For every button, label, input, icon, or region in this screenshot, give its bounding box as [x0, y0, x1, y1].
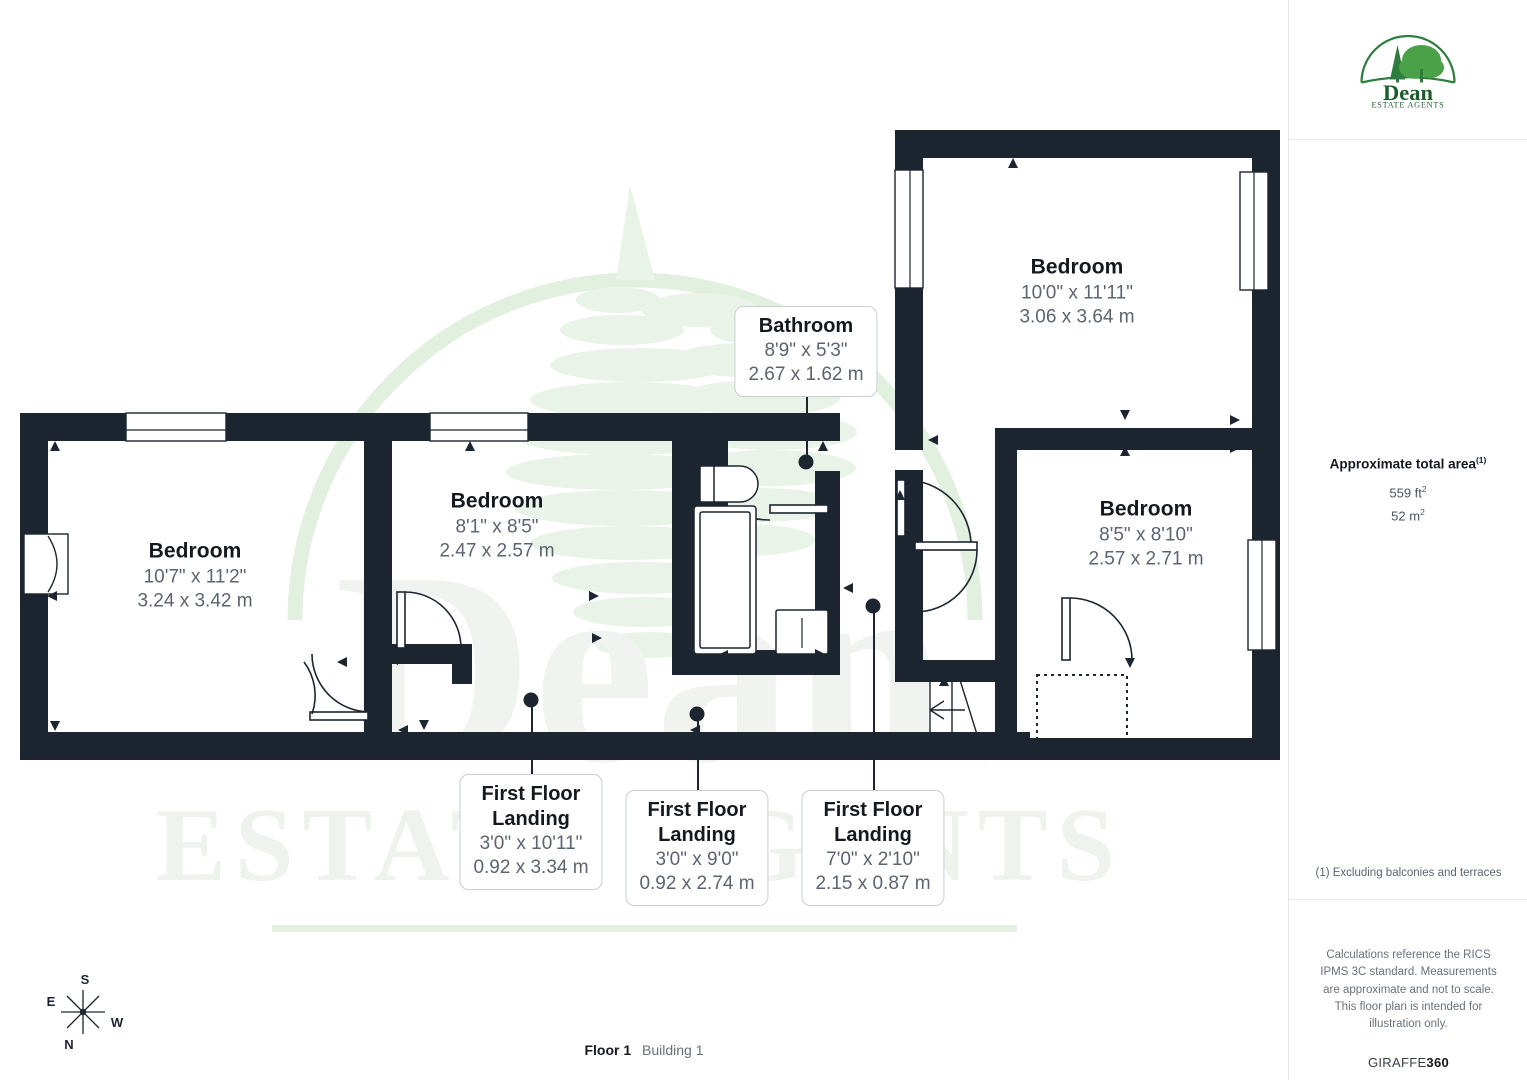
callout-landing-2: First Floor Landing 3'0" x 9'0" 0.92 x 2… — [625, 790, 769, 907]
room-name: Bathroom — [758, 315, 854, 337]
leader-dot-landing-2 — [689, 706, 705, 722]
room-dim-imperial: 8'9" x 5'3" — [764, 340, 848, 362]
brand-prefix: GIRAFFE — [1367, 1055, 1427, 1071]
room-name-line1: First Floor — [823, 799, 923, 821]
room-dim-metric: 3.06 x 3.64 m — [1019, 306, 1135, 328]
room-dim-imperial: 10'7" x 11'2" — [143, 566, 247, 588]
logo-subtext: ESTATE AGENTS — [1371, 100, 1444, 109]
windows — [23, 169, 1277, 651]
room-label-bedroom-top-right: Bedroom 10'0" x 11'11" 3.06 x 3.64 m — [1019, 254, 1134, 330]
room-dim-imperial: 8'1" x 8'5" — [455, 516, 539, 538]
cupboard-dotted-area — [1036, 674, 1128, 748]
room-dim-imperial: 10'0" x 11'11" — [1021, 282, 1133, 304]
room-dim-imperial: 3'0" x 9'0" — [655, 849, 739, 871]
room-dim-metric: 2.67 x 1.62 m — [748, 364, 864, 386]
room-name: Bedroom — [1099, 497, 1193, 521]
total-area-sqft-value: 559 ft — [1389, 484, 1422, 500]
total-area-sqm: 52 m2 — [1289, 505, 1527, 528]
callout-bathroom: Bathroom 8'9" x 5'3" 2.67 x 1.62 m — [734, 306, 878, 398]
floor-label: Floor 1 — [584, 1042, 632, 1058]
compass-label-n: N — [64, 1037, 73, 1052]
compass-label-s: S — [81, 972, 90, 987]
brand-logo-section: Dean ESTATE AGENTS — [1289, 0, 1527, 140]
disclaimer-section: Calculations reference the RICS IPMS 3C … — [1289, 925, 1527, 1070]
leader-line-landing-3 — [873, 606, 875, 790]
room-name-line2: Landing — [658, 824, 736, 847]
room-dim-metric: 2.47 x 2.57 m — [439, 540, 555, 562]
room-dim-metric: 0.92 x 2.74 m — [639, 873, 755, 895]
room-name-line2: Landing — [834, 824, 912, 847]
room-dim-imperial: 7'0" x 2'10" — [826, 849, 920, 871]
footnote-text: (1) Excluding balconies and terraces — [1315, 867, 1502, 879]
total-area-sqft: 559 ft2 — [1289, 482, 1527, 505]
room-dim-metric: 2.57 x 2.71 m — [1088, 548, 1204, 570]
leader-line-landing-1 — [531, 700, 533, 774]
room-name-line1: First Floor — [647, 799, 747, 821]
room-dim-metric: 3.24 x 3.42 m — [137, 590, 253, 612]
room-label-bedroom-left: Bedroom 10'7" x 11'2" 3.24 x 3.42 m — [137, 538, 252, 614]
compass-label-w: W — [111, 1015, 124, 1030]
sqft-exponent: 2 — [1421, 483, 1427, 494]
total-area-section: Approximate total area(1) 559 ft2 52 m2 — [1289, 140, 1527, 528]
room-name-line1: First Floor — [481, 783, 581, 805]
floor-footer: Floor 1 Building 1 — [0, 1042, 1288, 1058]
total-area-title: Approximate total area(1) — [1289, 455, 1527, 472]
room-name: Bedroom — [450, 489, 544, 513]
dean-estate-agents-logo: Dean ESTATE AGENTS — [1360, 35, 1456, 109]
bathroom-fixtures — [693, 465, 829, 655]
footnote-section: (1) Excluding balconies and terraces — [1289, 845, 1527, 900]
room-name-line2: Landing — [492, 808, 570, 831]
total-area-footnote-marker: (1) — [1475, 455, 1487, 465]
room-dim-metric: 2.15 x 0.87 m — [815, 873, 931, 895]
dimension-markers — [47, 158, 1240, 750]
floorplan-canvas: Dean ESTATE AGENTS — [0, 130, 1288, 1058]
callout-landing-1: First Floor Landing 3'0" x 10'11" 0.92 x… — [459, 774, 603, 891]
disclaimer-text: Calculations reference the RICS IPMS 3C … — [1320, 949, 1497, 1030]
giraffe360-brand: GIRAFFE360 — [1311, 1055, 1506, 1070]
brand-suffix: 360 — [1426, 1055, 1450, 1071]
leader-dot-landing-1 — [523, 692, 539, 708]
total-area-sqm-value: 52 m — [1391, 507, 1421, 523]
leader-line-bathroom — [806, 396, 808, 462]
room-name: Bedroom — [1030, 255, 1124, 279]
building-label: Building 1 — [642, 1042, 704, 1058]
room-dim-imperial: 3'0" x 10'11" — [479, 833, 583, 855]
room-label-bedroom-bottom-right: Bedroom 8'5" x 8'10" 2.57 x 2.71 m — [1088, 496, 1203, 572]
leader-dot-bathroom — [798, 454, 814, 470]
room-label-bedroom-middle: Bedroom 8'1" x 8'5" 2.47 x 2.57 m — [439, 488, 554, 564]
leader-line-landing-2 — [697, 714, 699, 790]
walls — [20, 130, 1280, 760]
compass-rose: S E W N — [47, 972, 124, 1052]
room-name: Bedroom — [148, 539, 242, 563]
compass-label-e: E — [47, 994, 56, 1009]
floorplan-drawing — [20, 130, 1280, 761]
room-dim-metric: 0.92 x 3.34 m — [473, 857, 589, 879]
leader-dot-landing-3 — [865, 598, 881, 614]
logo-wordmark: Dean — [1383, 80, 1433, 105]
sqm-exponent: 2 — [1420, 506, 1425, 517]
total-area-title-text: Approximate total area — [1329, 456, 1476, 472]
callout-landing-3: First Floor Landing 7'0" x 2'10" 2.15 x … — [801, 790, 945, 907]
room-dim-imperial: 8'5" x 8'10" — [1099, 524, 1193, 546]
info-sidebar: Dean ESTATE AGENTS Approximate total are… — [1288, 0, 1527, 1080]
